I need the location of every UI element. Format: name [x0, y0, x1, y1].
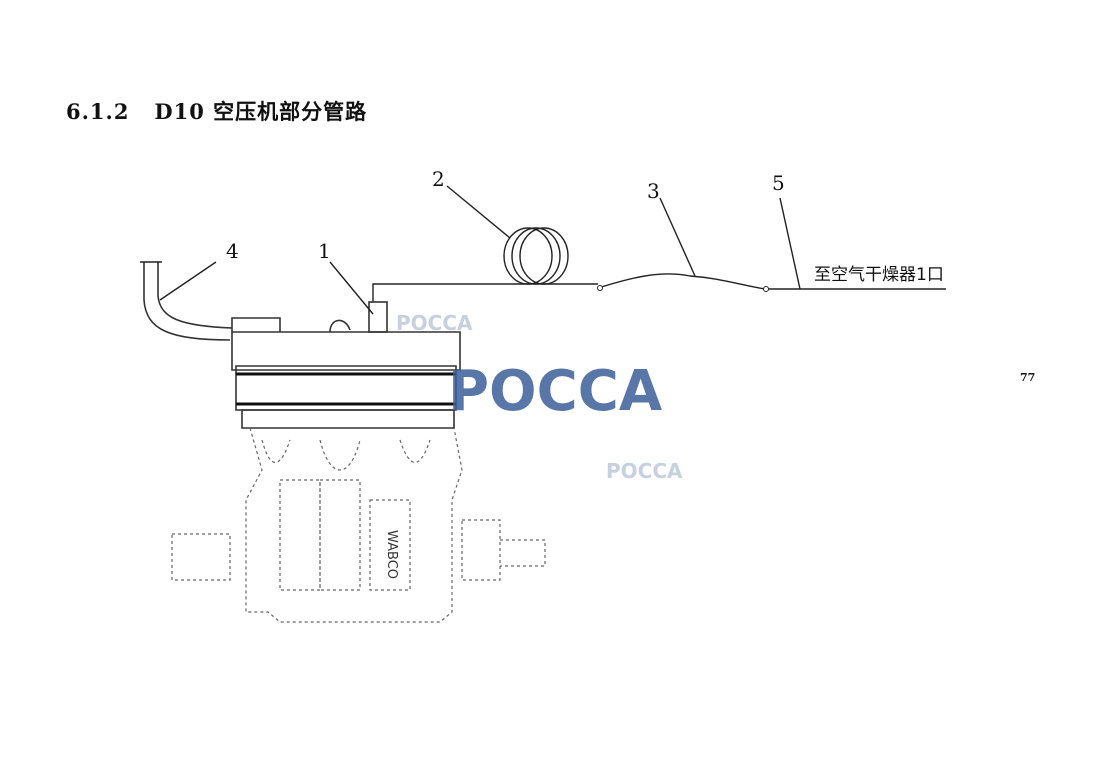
callout-3: 3	[647, 179, 660, 203]
destination-label: 至空气干燥器1口	[814, 265, 944, 285]
watermark-logo: POCCA	[448, 359, 663, 424]
callout-5: 5	[772, 171, 785, 195]
section-title: D10 空压机部分管路	[154, 99, 368, 124]
outlet-fitting	[368, 301, 388, 333]
watermark-logo-small: POCCA	[396, 311, 473, 335]
callout-1: 1	[318, 239, 331, 263]
watermark-logo-small: POCCA	[606, 459, 683, 483]
page-number: 77	[1020, 371, 1036, 384]
pipe-coil	[503, 227, 569, 285]
air-compressor: WABCO	[171, 317, 546, 623]
callout-4: 4	[226, 239, 239, 263]
callout-2: 2	[432, 167, 445, 191]
brand-text: WABCO	[384, 530, 399, 579]
section-heading: 6.1.2 D10 空压机部分管路	[66, 96, 367, 126]
intake-hose	[140, 261, 233, 341]
leader-lines	[159, 185, 801, 315]
section-number: 6.1.2	[66, 99, 130, 124]
